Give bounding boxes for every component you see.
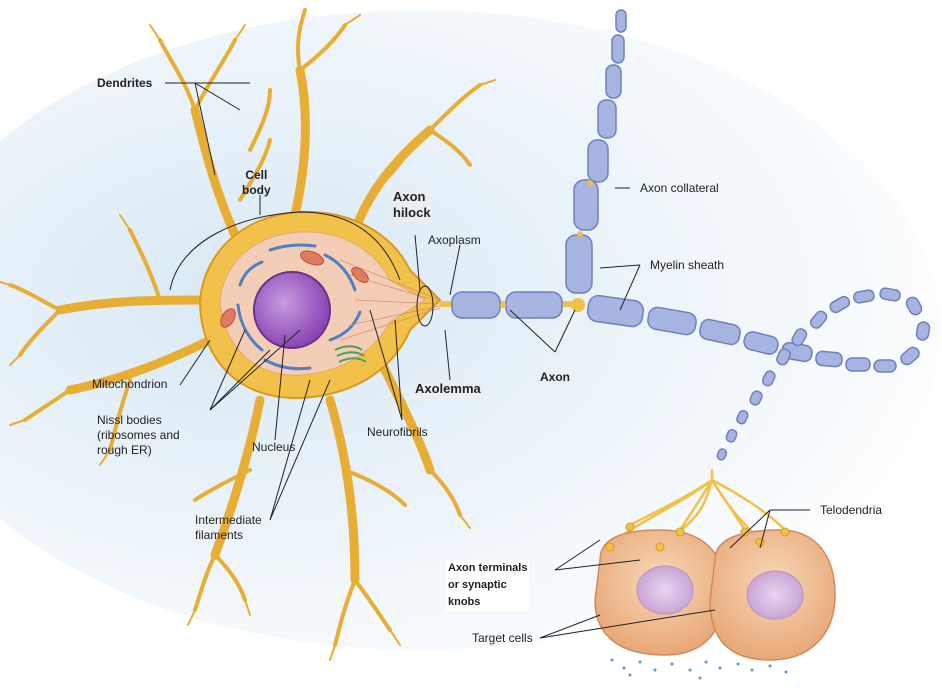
label-target-cells: Target cells xyxy=(472,631,533,645)
golgi-apparatus xyxy=(334,345,367,363)
label-nissl-bodies: Nissl bodies (ribosomes and rough ER) xyxy=(97,413,180,457)
neurofibrils xyxy=(339,259,441,341)
nissl-bodies xyxy=(236,243,362,371)
label-dendrites: Dendrites xyxy=(97,76,153,90)
label-nucleus: Nucleus xyxy=(252,440,296,454)
mitochondria xyxy=(220,250,369,328)
label-axon-terminals: Axon terminals or synaptic knobs xyxy=(446,560,530,611)
label-axon-hillock: Axon hilock xyxy=(390,188,434,222)
label-cell-body: Cell body xyxy=(242,168,271,197)
label-neurofibrils: Neurofibrils xyxy=(367,425,428,439)
label-axoplasm: Axoplasm xyxy=(428,233,481,247)
label-telodendria: Telodendria xyxy=(820,503,883,517)
label-axon: Axon xyxy=(540,370,570,384)
label-mitochondrion: Mitochondrion xyxy=(92,377,168,391)
dendrites xyxy=(0,8,496,661)
label-intermediate-filaments: Intermediate filaments xyxy=(195,513,262,542)
axon xyxy=(440,9,931,461)
label-axon-collateral: Axon collateral xyxy=(640,181,719,195)
synaptic-knobs xyxy=(605,522,790,552)
neurotransmitter-dots xyxy=(610,658,788,680)
nucleus xyxy=(253,271,331,349)
leader-lines xyxy=(165,82,810,639)
label-myelin-sheath: Myelin sheath xyxy=(650,258,725,272)
label-axolemma: Axolemma xyxy=(412,380,484,397)
